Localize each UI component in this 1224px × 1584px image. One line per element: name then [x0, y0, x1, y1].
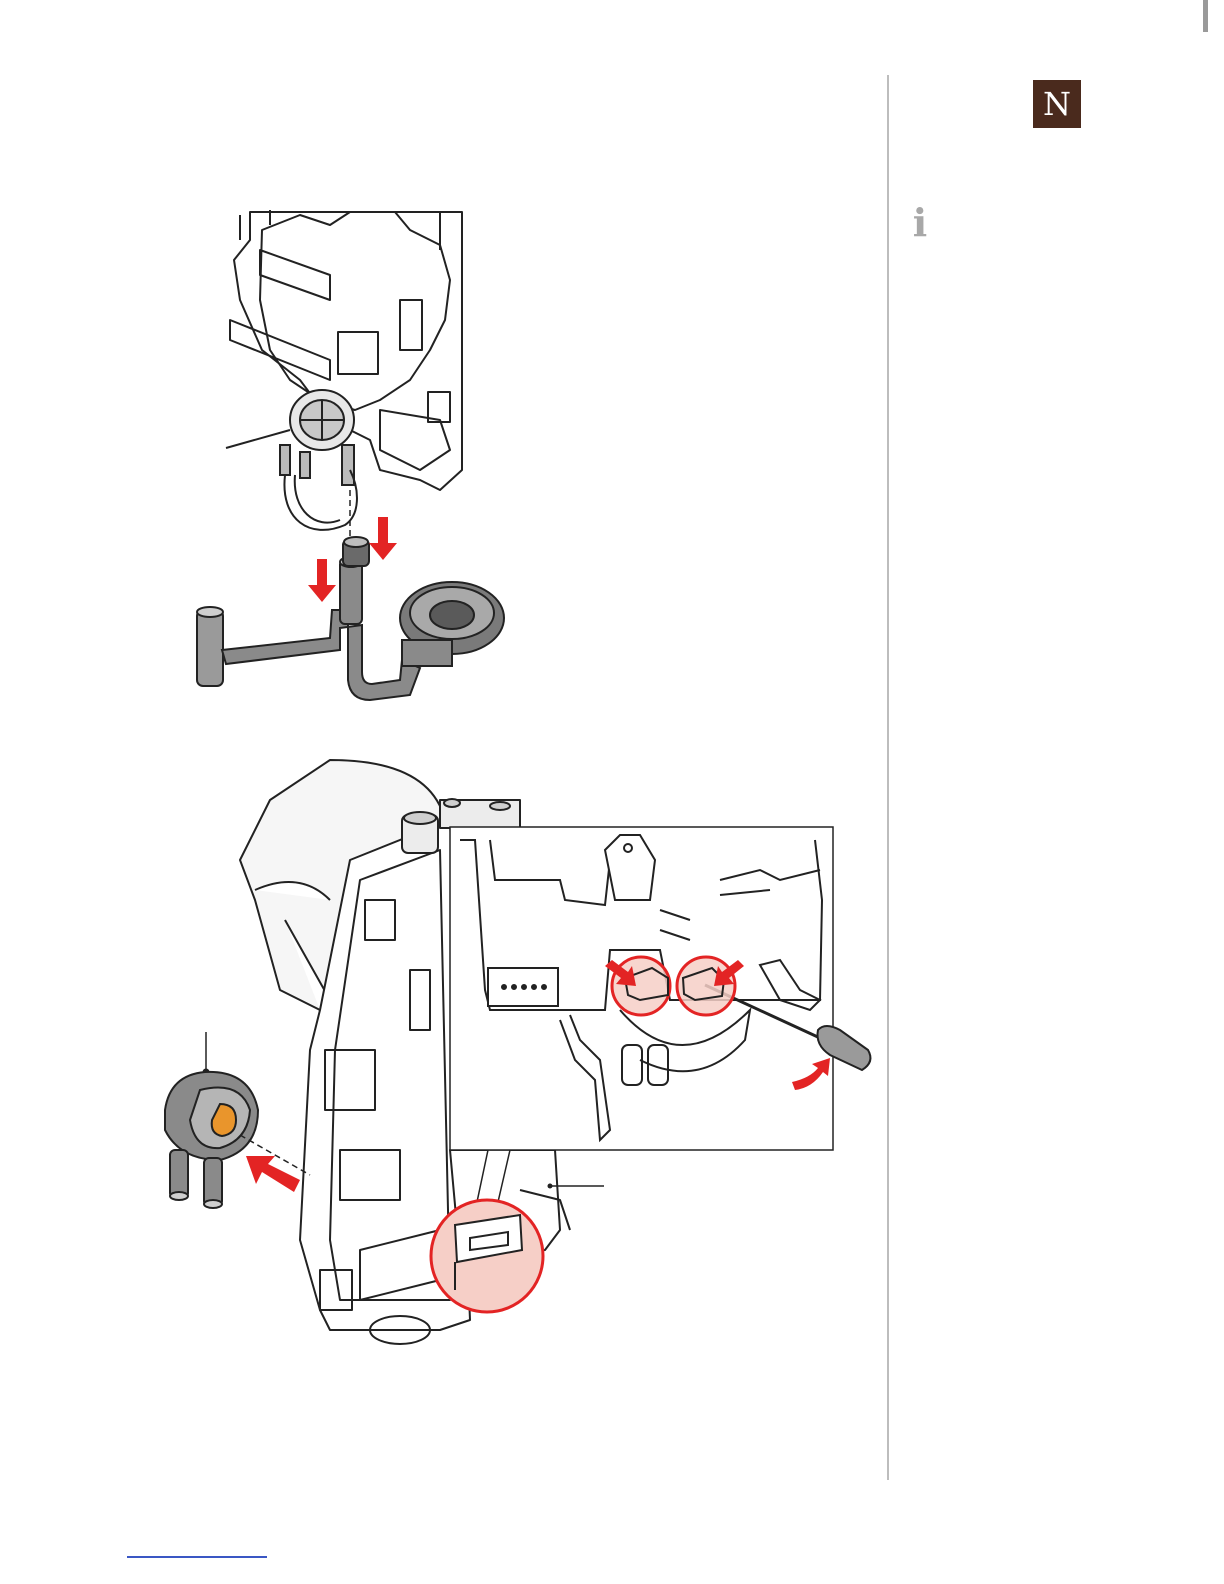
removal-arrow — [246, 1156, 300, 1192]
flowmeter-part — [165, 1032, 258, 1208]
detail-callout — [431, 827, 870, 1312]
footer-link-underline[interactable] — [127, 1556, 267, 1558]
